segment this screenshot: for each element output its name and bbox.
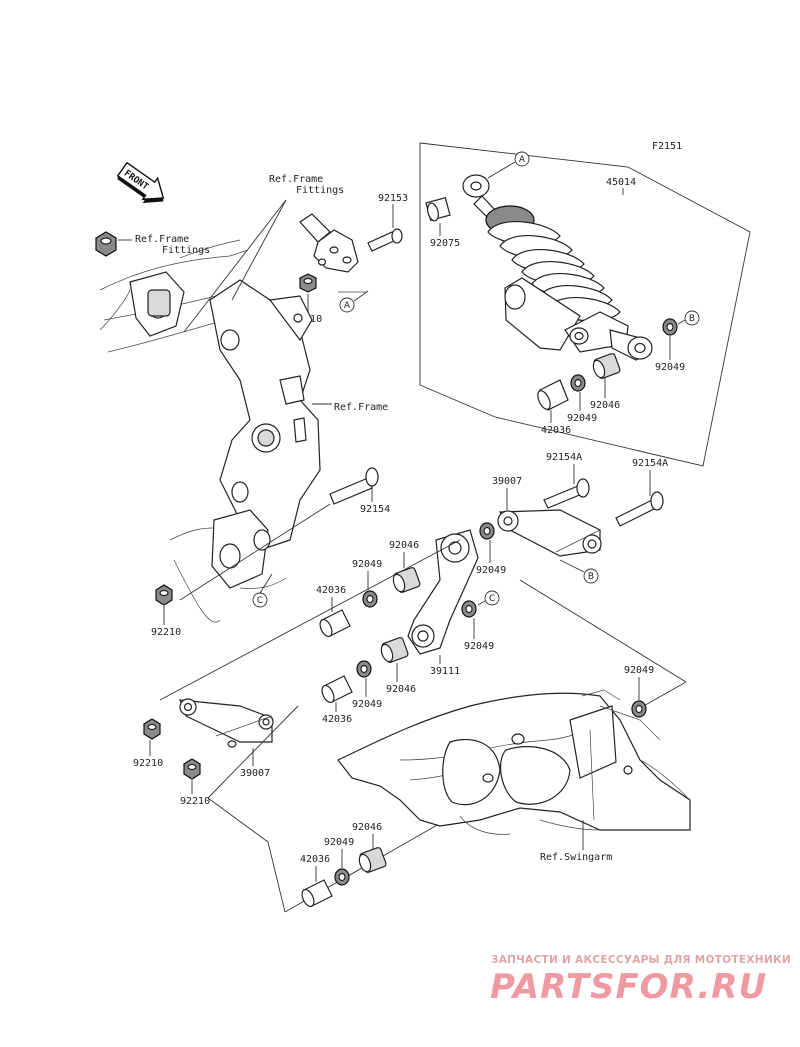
svg-text:B: B	[689, 314, 695, 324]
label-92154A-1: 92154A	[546, 452, 582, 463]
label-42036-shock: 42036	[541, 425, 571, 436]
watermark-line1: ЗАПЧАСТИ И АКСЕССУАРЫ ДЛЯ МОТОТЕХНИКИ	[491, 954, 791, 966]
label-92210-low2: 92210	[180, 796, 210, 807]
nut-92210-top[interactable]	[299, 273, 317, 293]
label-92049-right: 92049	[624, 665, 654, 676]
ref-frame: Ref.Frame	[334, 402, 388, 413]
label-42036-low: 42036	[322, 714, 352, 725]
callout-c-frame: C	[252, 573, 273, 608]
label-42036-mid: 42036	[316, 585, 346, 596]
bolt-92154[interactable]	[329, 467, 379, 505]
label-92049-shock: 92049	[655, 362, 685, 373]
bearing-92046-mid[interactable]	[391, 567, 421, 593]
label-92049-bottom: 92049	[324, 837, 354, 848]
bolt-92154A-1[interactable]	[543, 478, 590, 509]
collar-42036-bottom[interactable]	[300, 879, 333, 908]
swingarm-structure	[337, 689, 691, 835]
rocker-arm-39111[interactable]	[407, 529, 479, 655]
washer-92049-shock[interactable]	[662, 318, 678, 336]
rod-39007-right[interactable]	[497, 509, 602, 557]
svg-text:C: C	[257, 596, 263, 606]
washer-92049-right[interactable]	[631, 700, 647, 718]
callout-c-rocker: C	[477, 590, 500, 606]
bolt-92153[interactable]	[367, 228, 403, 252]
label-92075: 92075	[430, 238, 460, 249]
bearing-92046-shock[interactable]	[591, 353, 621, 379]
washer-92049-bottom[interactable]	[334, 868, 350, 886]
callout-a-shock: A	[487, 151, 530, 179]
rod-39007-low[interactable]	[179, 698, 274, 748]
collar-42036-mid[interactable]	[318, 609, 351, 638]
ref-swingarm: Ref.Swingarm	[540, 852, 612, 863]
label-45014: 45014	[606, 177, 636, 188]
label-92049-mid: 92049	[352, 559, 382, 570]
label-39007-right: 39007	[492, 476, 522, 487]
svg-text:B: B	[588, 572, 594, 582]
label-92046-low: 92046	[386, 684, 416, 695]
washer-92049-mid[interactable]	[362, 590, 378, 608]
shock-assembly-frame	[419, 142, 751, 467]
diagram-code: F2151	[652, 141, 682, 152]
label-92049-low: 92049	[352, 699, 382, 710]
label-92210-mid: 92210	[151, 627, 181, 638]
washer-92049-shock2[interactable]	[570, 374, 586, 392]
callout-b-shock: B	[677, 310, 700, 326]
label-92046-shock: 92046	[590, 400, 620, 411]
callout-a-frame: A	[339, 290, 369, 313]
washer-92049-low[interactable]	[356, 660, 372, 678]
frame-fitting-bracket	[299, 213, 359, 273]
front-arrow-icon: FRONT	[116, 161, 165, 203]
bolt-92154A-2[interactable]	[615, 491, 664, 527]
washer-92049-mid2[interactable]	[479, 522, 495, 540]
label-92046-mid: 92046	[389, 540, 419, 551]
label-92154: 92154	[360, 504, 390, 515]
callout-b-bracket: B	[559, 559, 599, 584]
collar-42036-low[interactable]	[320, 675, 353, 704]
ref-frame-fittings-left-line2: Fittings	[162, 245, 210, 256]
svg-text:C: C	[489, 594, 495, 604]
nut-92210-mid[interactable]	[155, 584, 173, 606]
svg-text:A: A	[344, 301, 351, 311]
shock-absorber-45014[interactable]	[462, 174, 653, 361]
ref-frame-fittings-left-line1: Ref.Frame	[135, 234, 189, 245]
bush-92075[interactable]	[425, 196, 451, 222]
nut-92210-low2[interactable]	[183, 758, 201, 780]
label-92154A-2: 92154A	[632, 458, 668, 469]
label-39007-low: 39007	[240, 768, 270, 779]
label-92049-c: 92049	[464, 641, 494, 652]
bearing-92046-low[interactable]	[379, 637, 409, 663]
ref-frame-fittings-top-line1: Ref.Frame	[269, 174, 323, 185]
label-39111: 39111	[430, 666, 460, 677]
svg-text:A: A	[519, 155, 526, 165]
label-92210-low1: 92210	[133, 758, 163, 769]
watermark-logo: PARTSFOR.RU	[490, 967, 767, 1007]
collar-42036-shock[interactable]	[535, 379, 569, 411]
frame-structure	[99, 239, 321, 623]
nut-frame-left	[95, 231, 117, 257]
bearing-92046-bottom[interactable]	[357, 847, 387, 873]
label-92049-mid2: 92049	[476, 565, 506, 576]
label-92049-shock2: 92049	[567, 413, 597, 424]
label-42036-bottom: 42036	[300, 854, 330, 865]
label-92153: 92153	[378, 193, 408, 204]
ref-frame-fittings-top-line2: Fittings	[296, 185, 344, 196]
nut-92210-low1[interactable]	[143, 718, 161, 740]
label-92046-bottom: 92046	[352, 822, 382, 833]
washer-92049-c[interactable]	[461, 600, 477, 618]
